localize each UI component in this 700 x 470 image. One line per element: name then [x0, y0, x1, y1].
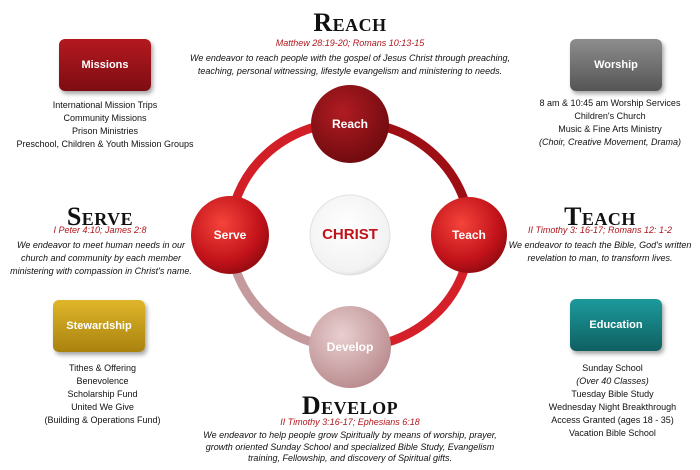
teach-verse: II Timothy 3: 16-17; Romans 12: 1-2: [528, 225, 672, 235]
develop-node: [309, 306, 391, 388]
serve-verse: I Peter 4:10; James 2:8: [53, 225, 147, 235]
stewardship-list: Tithes & Offering Benevolence Scholarshi…: [20, 362, 185, 427]
list-item: (Over 40 Classes): [576, 376, 649, 387]
list-item: (Building & Operations Fund): [44, 415, 161, 426]
missions-list: International Mission Trips Community Mi…: [10, 99, 200, 151]
reach-description: We endeavor to reach people with the gos…: [189, 53, 511, 77]
list-item: Vacation Bible School: [569, 428, 656, 439]
worship-box: Worship: [570, 39, 662, 91]
list-item: Access Granted (ages 18 - 35): [551, 415, 674, 426]
list-item: Benevolence: [76, 376, 129, 387]
stewardship-box: Stewardship: [53, 300, 145, 352]
list-item: Prison Ministries: [71, 126, 138, 137]
missions-label: Missions: [81, 59, 129, 71]
reach-title: Reach: [313, 8, 387, 37]
serve-node: [191, 196, 269, 274]
list-item: Wednesday Night Breakthrough: [548, 402, 677, 413]
worship-label: Worship: [594, 59, 638, 71]
list-item: (Choir, Creative Movement, Drama): [538, 137, 682, 148]
stewardship-label: Stewardship: [66, 320, 132, 332]
list-item: Preschool, Children & Youth Mission Grou…: [16, 139, 194, 150]
education-box: Education: [570, 299, 662, 351]
list-item: Children's Church: [574, 111, 646, 122]
serve-node-label: Serve: [213, 228, 247, 242]
develop-description: We endeavor to help people grow Spiritua…: [203, 430, 497, 464]
reach-node: [311, 85, 389, 163]
list-item: Tithes & Offering: [68, 363, 137, 373]
reach-node-label: Reach: [331, 117, 369, 131]
list-item: 8 am & 10:45 am Worship Services: [539, 98, 681, 108]
list-item: International Mission Trips: [52, 100, 158, 110]
serve-description: We endeavor to meet human needs in our c…: [10, 240, 192, 277]
teach-node-label: Teach: [452, 228, 486, 242]
worship-list: 8 am & 10:45 am Worship Services Childre…: [520, 97, 700, 149]
develop-title: Develop: [301, 391, 399, 420]
develop-node-label: Develop: [326, 340, 374, 354]
reach-verse: Matthew 28:19-20; Romans 10:13-15: [275, 38, 425, 48]
list-item: Community Missions: [63, 113, 147, 124]
education-list: Sunday School (Over 40 Classes) Tuesday …: [525, 362, 700, 440]
teach-node: [431, 197, 507, 273]
serve-title: Serve: [66, 202, 134, 231]
list-item: Music & Fine Arts Ministry: [558, 124, 662, 135]
develop-verse: II Timothy 3:16-17; Ephesians 6:18: [280, 417, 420, 427]
christ-circle: [309, 194, 391, 276]
list-item: Sunday School: [582, 363, 643, 373]
list-item: Scholarship Fund: [67, 389, 138, 400]
education-label: Education: [589, 319, 643, 331]
missions-box: Missions: [59, 39, 151, 91]
list-item: United We Give: [71, 402, 134, 413]
list-item: Tuesday Bible Study: [571, 389, 654, 400]
christ-label: CHRIST: [322, 226, 378, 243]
teach-description: We endeavor to teach the Bible, God's wr…: [508, 240, 692, 264]
teach-title: Teach: [564, 202, 636, 231]
